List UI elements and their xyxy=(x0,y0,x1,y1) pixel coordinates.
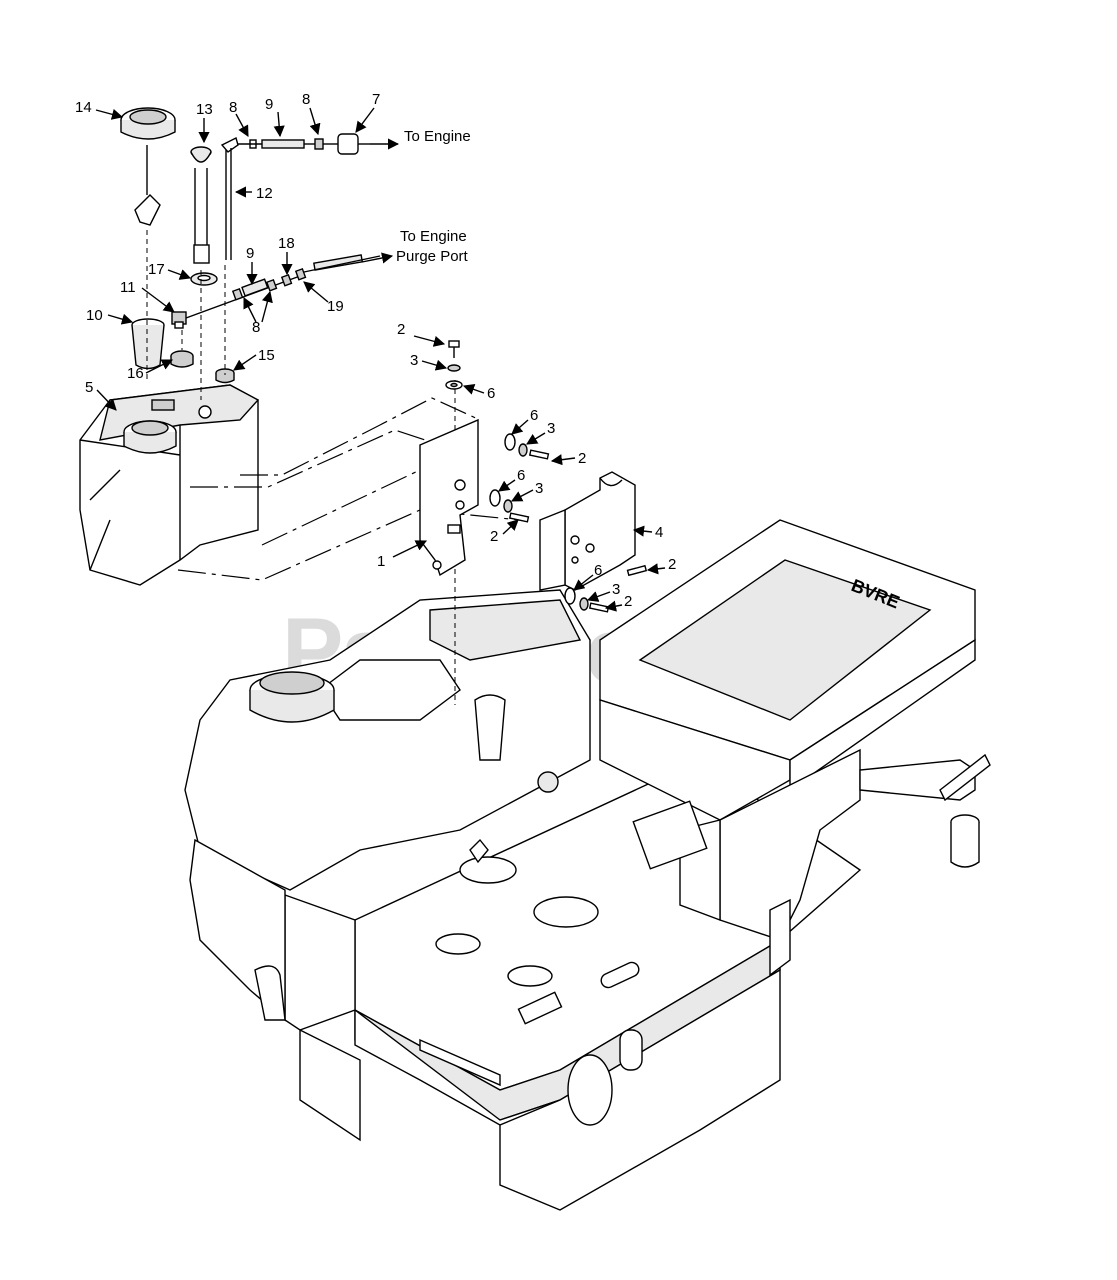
part-11-fitting xyxy=(171,311,187,329)
part-12-tube xyxy=(220,136,239,260)
part-16-grommet xyxy=(170,350,194,368)
hardware-row-2 xyxy=(489,489,530,523)
label-10: 10 xyxy=(86,307,103,324)
label-2-row3: 2 xyxy=(668,556,676,573)
label-4: 4 xyxy=(655,524,663,541)
label-8-lower: 8 xyxy=(252,319,260,336)
label-3-row3: 3 xyxy=(612,581,620,598)
label-8-top-left: 8 xyxy=(229,99,237,116)
label-7: 7 xyxy=(372,91,380,108)
label-17: 17 xyxy=(148,261,165,278)
label-2-row1: 2 xyxy=(578,450,586,467)
label-3-row1: 3 xyxy=(547,420,555,437)
upper-fuel-line xyxy=(238,133,370,155)
label-2-top: 2 xyxy=(397,321,405,338)
label-13: 13 xyxy=(196,101,213,118)
label-5: 5 xyxy=(85,379,93,396)
leader-lines xyxy=(95,107,666,612)
annotation-purge-line1: To Engine xyxy=(400,228,467,245)
label-9-top: 9 xyxy=(265,96,273,113)
part-4-bracket xyxy=(539,471,636,591)
exploded-tank xyxy=(79,384,260,586)
annotation-purge-line2: Purge Port xyxy=(396,248,469,265)
label-6-row1: 6 xyxy=(530,407,538,424)
label-2-row2: 2 xyxy=(490,528,498,545)
label-3-top: 3 xyxy=(410,352,418,369)
part-10-strainer xyxy=(131,318,165,370)
label-8-top-right: 8 xyxy=(302,91,310,108)
part-13-sender xyxy=(190,146,212,264)
label-16: 16 xyxy=(127,365,144,382)
purge-line xyxy=(185,254,381,319)
label-6-row2: 6 xyxy=(517,467,525,484)
label-19: 19 xyxy=(327,298,344,315)
part-14-fuel-cap xyxy=(120,107,176,226)
installed-tank xyxy=(184,589,591,1022)
chassis-frame: BVRE xyxy=(284,519,991,1211)
annotations: To Engine To Engine Purge Port xyxy=(396,128,471,265)
hardware-row-3 xyxy=(564,564,648,613)
hardware-top xyxy=(445,340,463,390)
part-1-bracket xyxy=(419,418,479,577)
label-11: 11 xyxy=(120,279,136,296)
label-3-row2: 3 xyxy=(535,480,543,497)
part-17-grommet xyxy=(190,272,218,286)
part-labels: 14 13 8 9 8 7 12 18 9 17 11 10 8 19 16 1… xyxy=(75,91,676,610)
label-15: 15 xyxy=(258,347,275,364)
label-14: 14 xyxy=(75,99,92,116)
part-15-grommet xyxy=(215,368,235,384)
label-6-top: 6 xyxy=(487,385,495,402)
label-1: 1 xyxy=(377,553,385,570)
annotation-to-engine: To Engine xyxy=(404,128,471,145)
label-6-row3: 6 xyxy=(594,562,602,579)
label-2-row4: 2 xyxy=(624,593,632,610)
label-12: 12 xyxy=(256,185,273,202)
label-9-lower: 9 xyxy=(246,245,254,262)
hardware-row-1 xyxy=(504,433,550,460)
label-18: 18 xyxy=(278,235,295,252)
